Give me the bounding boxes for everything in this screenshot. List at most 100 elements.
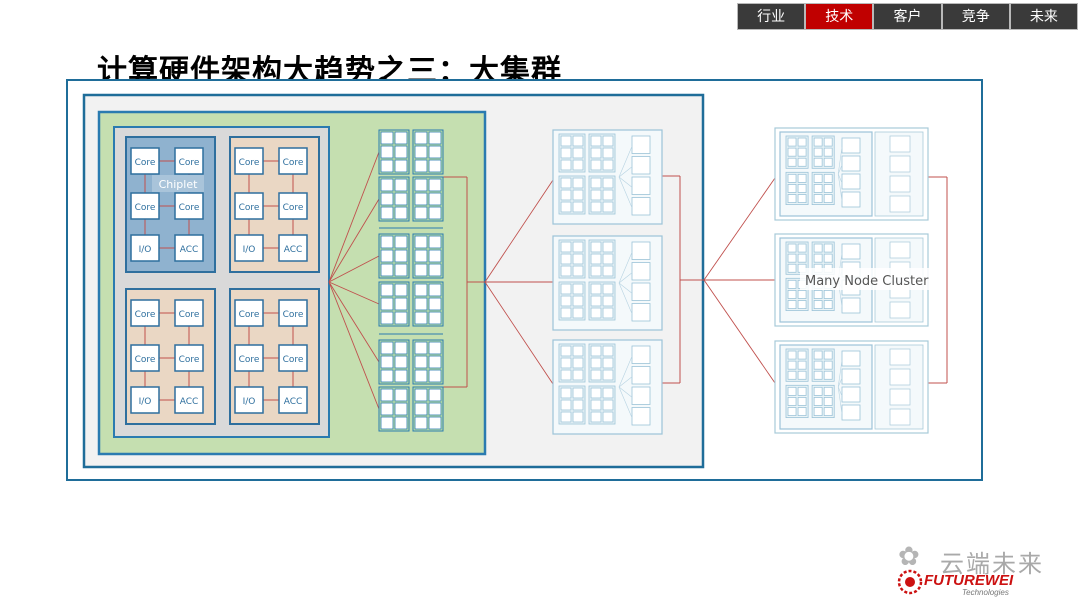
mini-chip	[823, 147, 833, 157]
nav-tab-industry[interactable]: 行业	[737, 3, 806, 30]
mini-chip	[394, 355, 408, 369]
mini-chip	[572, 201, 584, 213]
mini-board	[785, 348, 809, 382]
mini-chip	[380, 159, 394, 173]
mini-chip	[414, 283, 428, 297]
mini-chip	[602, 411, 614, 423]
node-link	[837, 386, 843, 415]
io-block-label: I/O	[243, 397, 256, 407]
mini-board	[588, 239, 616, 279]
mini-chip	[813, 183, 823, 193]
compute-block	[234, 234, 264, 262]
mini-chip	[631, 156, 651, 175]
mini-chip	[823, 157, 833, 167]
compute-block	[278, 344, 308, 372]
mini-chip	[428, 341, 442, 355]
top-nav: 行业 技术 客户 竞争 未来	[737, 3, 1079, 30]
mini-chip	[428, 192, 442, 206]
core-block-label: Core	[135, 158, 156, 168]
nav-tab-future[interactable]: 未来	[1009, 3, 1079, 30]
watermark-account-name: 云端未来	[940, 550, 1044, 578]
node-link	[618, 166, 633, 178]
mini-chip	[560, 201, 572, 213]
mini-chip	[394, 206, 408, 220]
mini-chip	[823, 386, 833, 396]
core-block-label: Core	[283, 355, 304, 365]
mini-board	[412, 386, 444, 432]
mini-chip	[572, 399, 584, 411]
mini-chip	[414, 178, 428, 192]
mini-board	[412, 281, 444, 327]
mini-chip	[414, 192, 428, 206]
compute-block	[174, 386, 204, 414]
mini-chip	[572, 387, 584, 399]
cluster-link	[703, 279, 776, 384]
mini-chip	[841, 173, 861, 190]
mini-chip	[394, 388, 408, 402]
nav-tab-technology[interactable]: 技术	[805, 3, 874, 30]
mini-chip	[823, 407, 833, 417]
mini-chip	[787, 147, 797, 157]
mini-chip	[380, 249, 394, 263]
mini-chip	[428, 159, 442, 173]
mini-chip	[823, 350, 833, 360]
compute-block	[234, 299, 264, 327]
core-block-label: Core	[239, 203, 260, 213]
mini-board	[558, 343, 586, 383]
mini-chip	[823, 300, 833, 310]
compute-block	[278, 386, 308, 414]
mini-board	[412, 176, 444, 222]
mini-chip	[631, 197, 651, 216]
core-block-label: Core	[179, 158, 200, 168]
mini-chip	[797, 147, 807, 157]
mini-chip	[787, 289, 797, 299]
mini-chip	[380, 206, 394, 220]
mini-chip	[841, 137, 861, 154]
core-block-label: Core	[283, 158, 304, 168]
mini-chip	[602, 147, 614, 159]
mini-chip	[813, 407, 823, 417]
mini-board	[558, 281, 586, 321]
mini-chip	[602, 177, 614, 189]
mini-chip	[414, 249, 428, 263]
mini-chip	[590, 189, 602, 201]
mini-chip	[813, 350, 823, 360]
interconnect-link	[328, 255, 380, 283]
node-link	[618, 376, 633, 388]
mini-chip	[797, 173, 807, 183]
mini-chip	[560, 411, 572, 423]
chiplet-label-bg	[152, 175, 204, 192]
nav-tab-customer[interactable]: 客户	[873, 3, 942, 30]
mini-chip	[631, 262, 651, 281]
interconnect-link	[328, 281, 380, 363]
mini-chip	[394, 145, 408, 159]
mini-chip	[560, 283, 572, 295]
interconnect-link	[328, 281, 380, 305]
mini-chip	[572, 283, 584, 295]
mini-board	[378, 386, 410, 432]
mini-board	[785, 135, 809, 169]
mini-chip	[394, 311, 408, 325]
mini-chip	[823, 370, 833, 380]
node-link	[837, 173, 843, 184]
nav-tab-competition[interactable]: 竞争	[941, 3, 1010, 30]
mini-chip	[428, 355, 442, 369]
mini-chip	[394, 249, 408, 263]
compute-node	[779, 131, 873, 217]
mini-chip	[797, 396, 807, 406]
mini-chip	[631, 135, 651, 154]
mini-chip	[380, 416, 394, 430]
mini-board	[378, 129, 410, 175]
mini-chip	[602, 295, 614, 307]
mini-chip	[889, 241, 911, 259]
mini-chip	[590, 295, 602, 307]
node-link	[618, 176, 633, 188]
mini-chip	[602, 357, 614, 369]
mini-chip	[813, 243, 823, 253]
mini-chip	[414, 235, 428, 249]
node-link	[618, 272, 633, 284]
node-link	[484, 179, 554, 283]
mini-chip	[428, 263, 442, 277]
